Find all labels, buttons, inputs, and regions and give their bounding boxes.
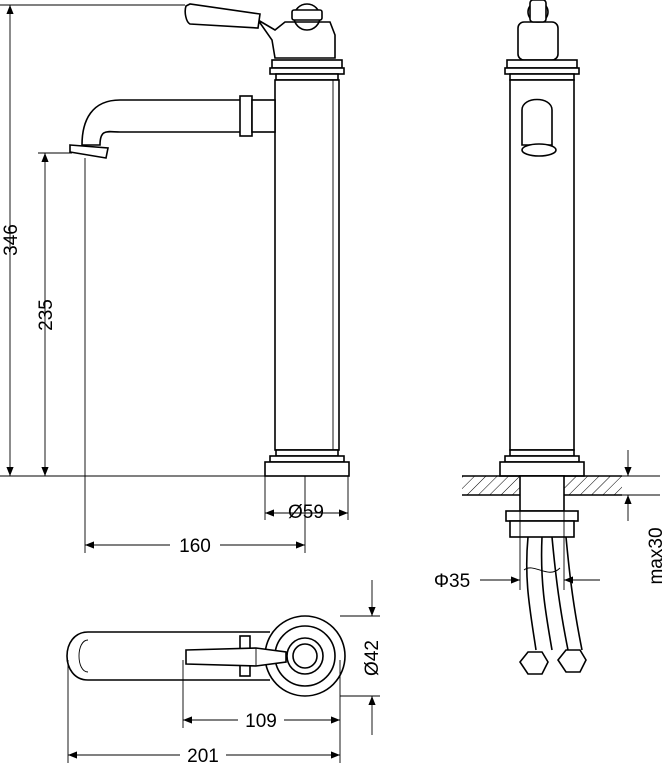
side-view: [69, 3, 350, 477]
dimension-total-length: 201: [187, 746, 219, 767]
front-view-dimensions: max30 Φ35: [434, 450, 666, 592]
dimension-top-diameter: Ø42: [362, 640, 383, 676]
dimension-hole-diameter: Φ35: [434, 571, 470, 592]
dimension-total-height: 346: [1, 224, 22, 256]
dimension-base-diameter: Ø59: [288, 502, 324, 523]
side-view-dimensions: 346 235 Ø59 160: [0, 4, 349, 557]
top-view: [66, 615, 346, 697]
top-view-dimensions: Ø42 109 201: [67, 580, 383, 767]
dimension-spout-height: 235: [36, 299, 57, 331]
dimension-max-counter-thickness: max30: [646, 527, 666, 584]
front-view: [462, 0, 622, 675]
dimension-handle-to-body: 109: [245, 711, 277, 732]
dimension-spout-reach: 160: [179, 536, 211, 557]
